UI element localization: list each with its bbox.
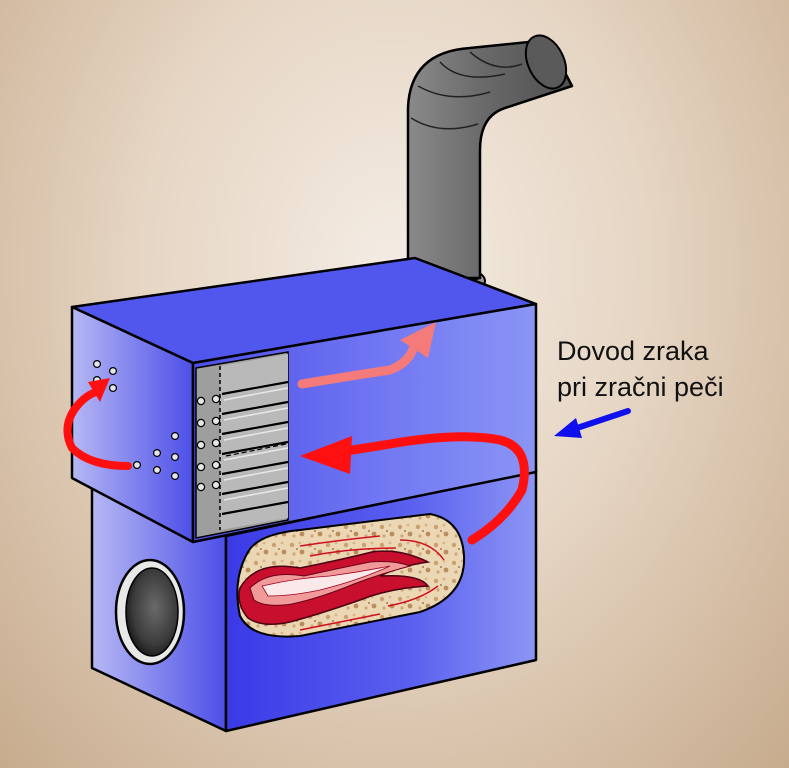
vent-holes bbox=[92, 360, 180, 481]
air-flow-arrow bbox=[63, 378, 132, 470]
air-supply-caption: Dovod zraka pri zračni peči bbox=[557, 333, 777, 405]
caption-line-1: Dovod zraka bbox=[557, 336, 709, 366]
vent-holes bbox=[196, 394, 221, 492]
chimney-pipe bbox=[396, 34, 574, 298]
caption-line-2: pri zračni peči bbox=[557, 372, 724, 402]
heat-exchanger-fins bbox=[195, 351, 289, 539]
air-flow-arrow bbox=[300, 432, 529, 545]
air-flow-arrow bbox=[554, 408, 631, 438]
fire-window bbox=[236, 512, 466, 638]
air-flow-arrow bbox=[297, 322, 436, 389]
fire-flames bbox=[238, 535, 445, 631]
air-inlet-opening bbox=[114, 558, 186, 666]
